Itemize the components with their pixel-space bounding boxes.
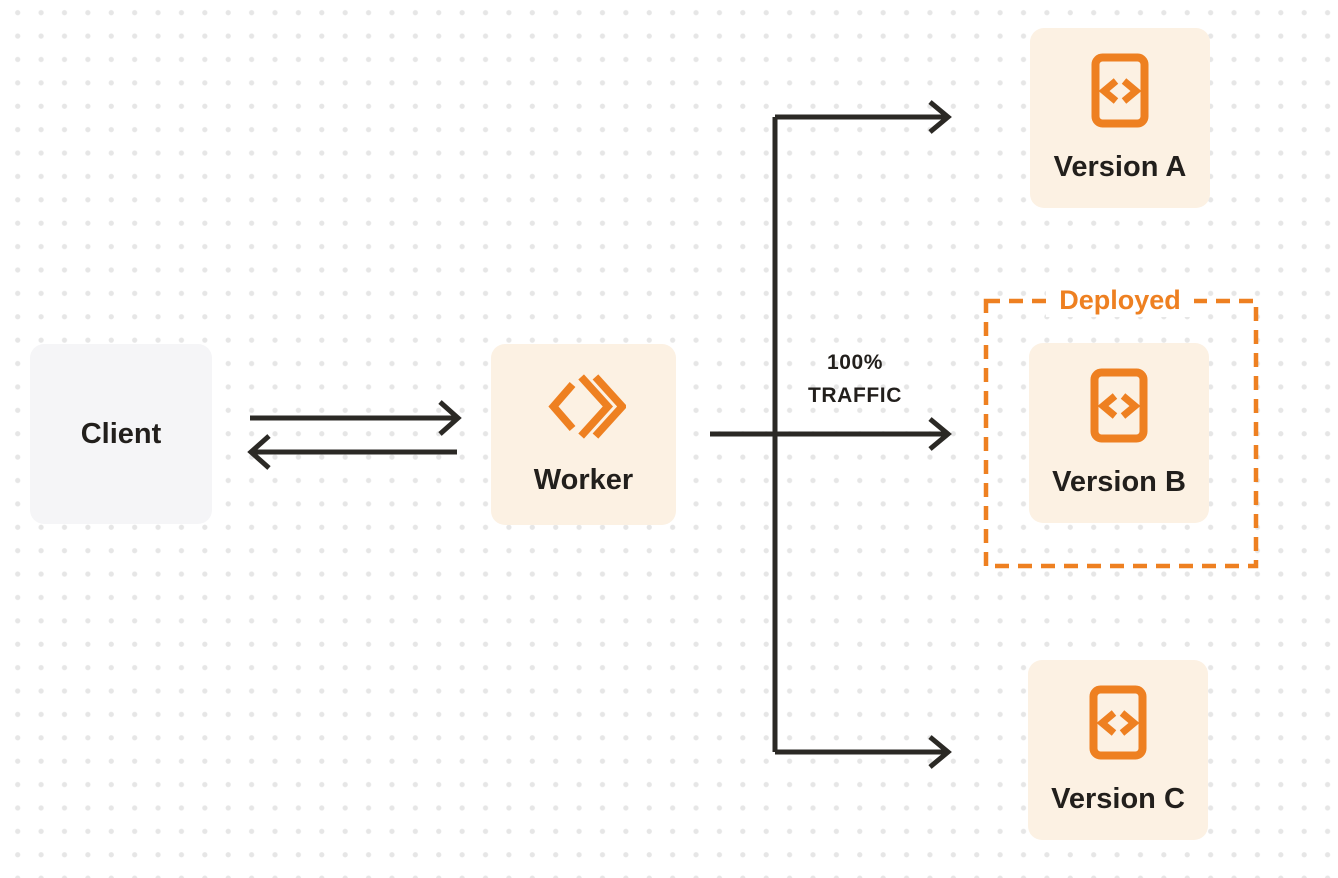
deployed-dashed-outline xyxy=(983,298,1259,569)
node-client: Client xyxy=(30,344,212,524)
traffic-label-line1: 100% xyxy=(826,351,884,374)
node-worker: Worker xyxy=(491,344,676,525)
deployed-label: Deployed xyxy=(1046,283,1194,317)
edge-worker-to-version-a-arrowhead xyxy=(928,100,952,134)
node-version-a: Version A xyxy=(1030,28,1210,208)
traffic-label: 100% TRAFFIC xyxy=(785,346,925,412)
node-version-b: Version B xyxy=(1029,343,1209,523)
code-file-icon xyxy=(1090,368,1148,442)
edge-client-to-worker-arrowhead xyxy=(438,400,462,436)
edge-worker-to-version-b-arrowhead xyxy=(928,417,952,451)
code-file-icon xyxy=(1089,685,1147,759)
code-file-icon xyxy=(1091,53,1149,127)
edge-worker-to-version-c-arrowhead xyxy=(928,735,952,769)
node-version-c: Version C xyxy=(1028,660,1208,840)
worker-label: Worker xyxy=(533,463,634,496)
edge-worker-to-client-arrowhead xyxy=(247,434,271,470)
version-a-label: Version A xyxy=(1053,150,1187,183)
cloudflare-workers-logo-icon xyxy=(547,373,626,439)
traffic-label-line2: TRAFFIC xyxy=(807,384,902,407)
version-b-label: Version B xyxy=(1052,465,1186,498)
version-c-label: Version C xyxy=(1051,782,1185,815)
client-label: Client xyxy=(80,417,162,450)
